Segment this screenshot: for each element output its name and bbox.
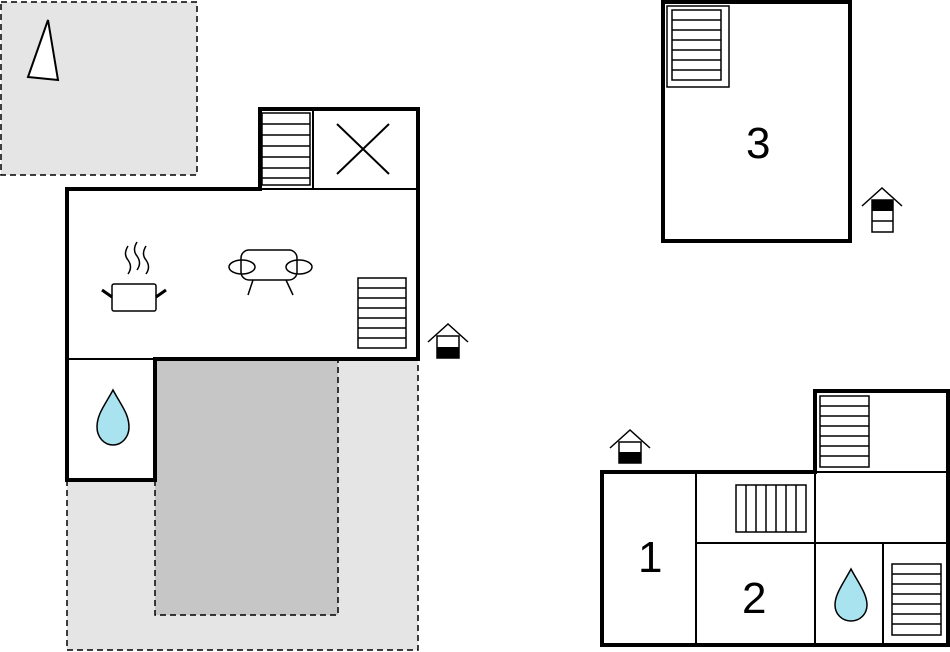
room-1-label: 1 (638, 533, 662, 582)
main-building-walls (65, 107, 420, 482)
stairs-icon (357, 277, 407, 349)
terrace (154, 359, 339, 616)
void-cross-icon (336, 123, 390, 175)
room-2-label: 2 (742, 574, 766, 623)
north-arrow-icon (26, 19, 60, 82)
sofa-icon (228, 249, 313, 296)
stairs-icon (261, 112, 311, 186)
entrance-house-icon (861, 186, 903, 233)
outdoor-area-top-left (0, 1, 198, 176)
entrance-house-icon (427, 322, 469, 359)
stairs-icon (735, 484, 807, 533)
cooking-pot-icon (101, 241, 167, 312)
stairs-icon (891, 563, 942, 636)
entrance-house-icon (609, 428, 651, 464)
room-3-building (661, 0, 852, 243)
water-drop-icon (96, 388, 130, 446)
room-3-label: 3 (746, 119, 770, 168)
stairs-icon (672, 19, 721, 71)
stairs-icon (819, 395, 870, 468)
water-drop-icon (834, 567, 868, 622)
bottom-right-building (600, 389, 950, 647)
